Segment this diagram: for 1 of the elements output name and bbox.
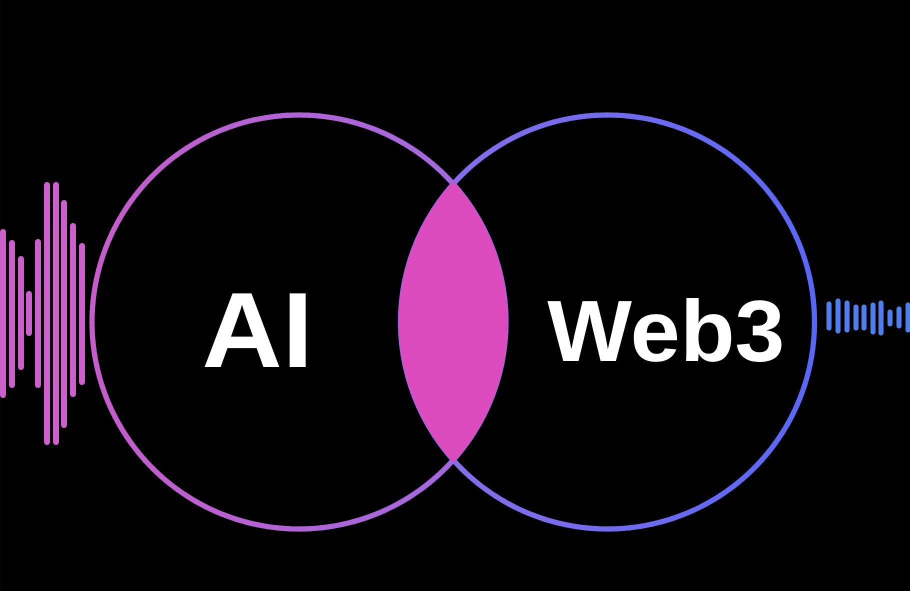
intersection-lens — [398, 181, 508, 463]
